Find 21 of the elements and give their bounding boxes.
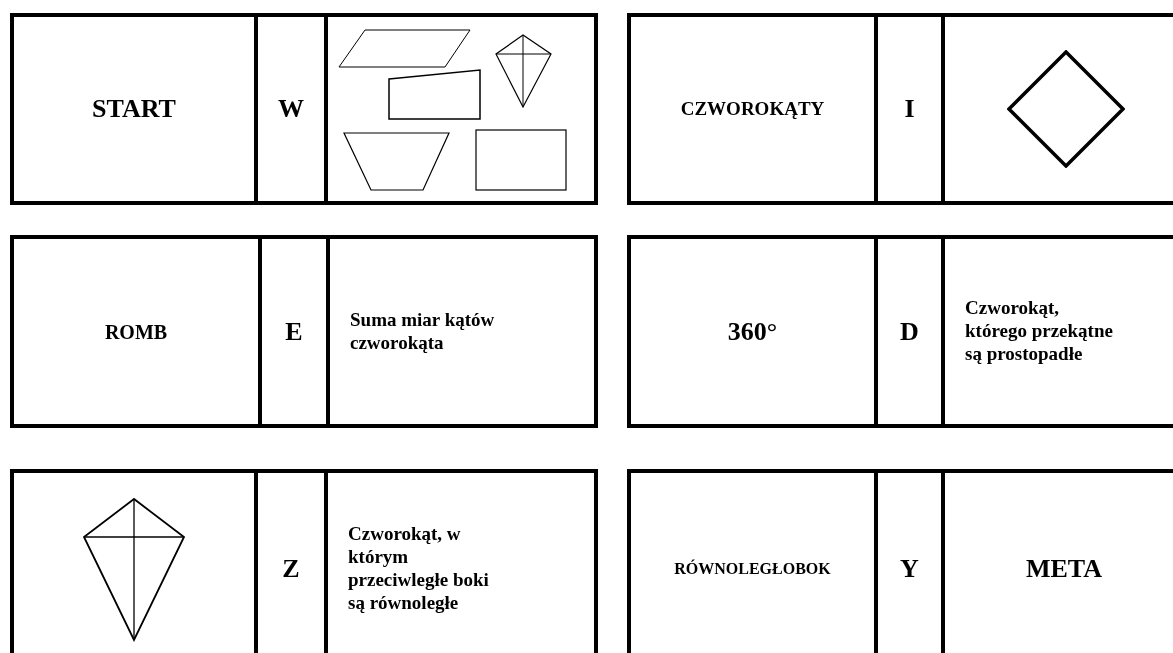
card-label: W — [278, 93, 304, 125]
card-label: META — [1025, 553, 1103, 585]
card-label: D — [900, 315, 919, 348]
card-label: I — [904, 93, 915, 125]
domino-card — [10, 469, 598, 653]
domino-card — [10, 13, 598, 205]
card-label: Y — [900, 553, 919, 585]
card-label: START — [92, 93, 176, 125]
card-label: E — [285, 315, 303, 348]
domino-card — [627, 13, 1173, 205]
domino-card — [627, 469, 1173, 653]
description-text: Czworokąt, którego przekątne są prostopadłe — [965, 297, 1114, 366]
card-label: 360° — [727, 315, 778, 348]
card-label: RÓWNOLEGŁOBOK — [674, 559, 831, 579]
domino-card — [10, 235, 598, 428]
card-label: Z — [282, 553, 300, 585]
description-text: Czworokąt, w którym przeciwległe boki są równoległe — [348, 523, 490, 615]
card-label: CZWOROKĄTY — [680, 97, 825, 121]
card-label: ROMB — [104, 319, 168, 344]
description-text: Suma miar kątów czworokąta — [350, 308, 496, 355]
domino-card — [627, 235, 1173, 428]
